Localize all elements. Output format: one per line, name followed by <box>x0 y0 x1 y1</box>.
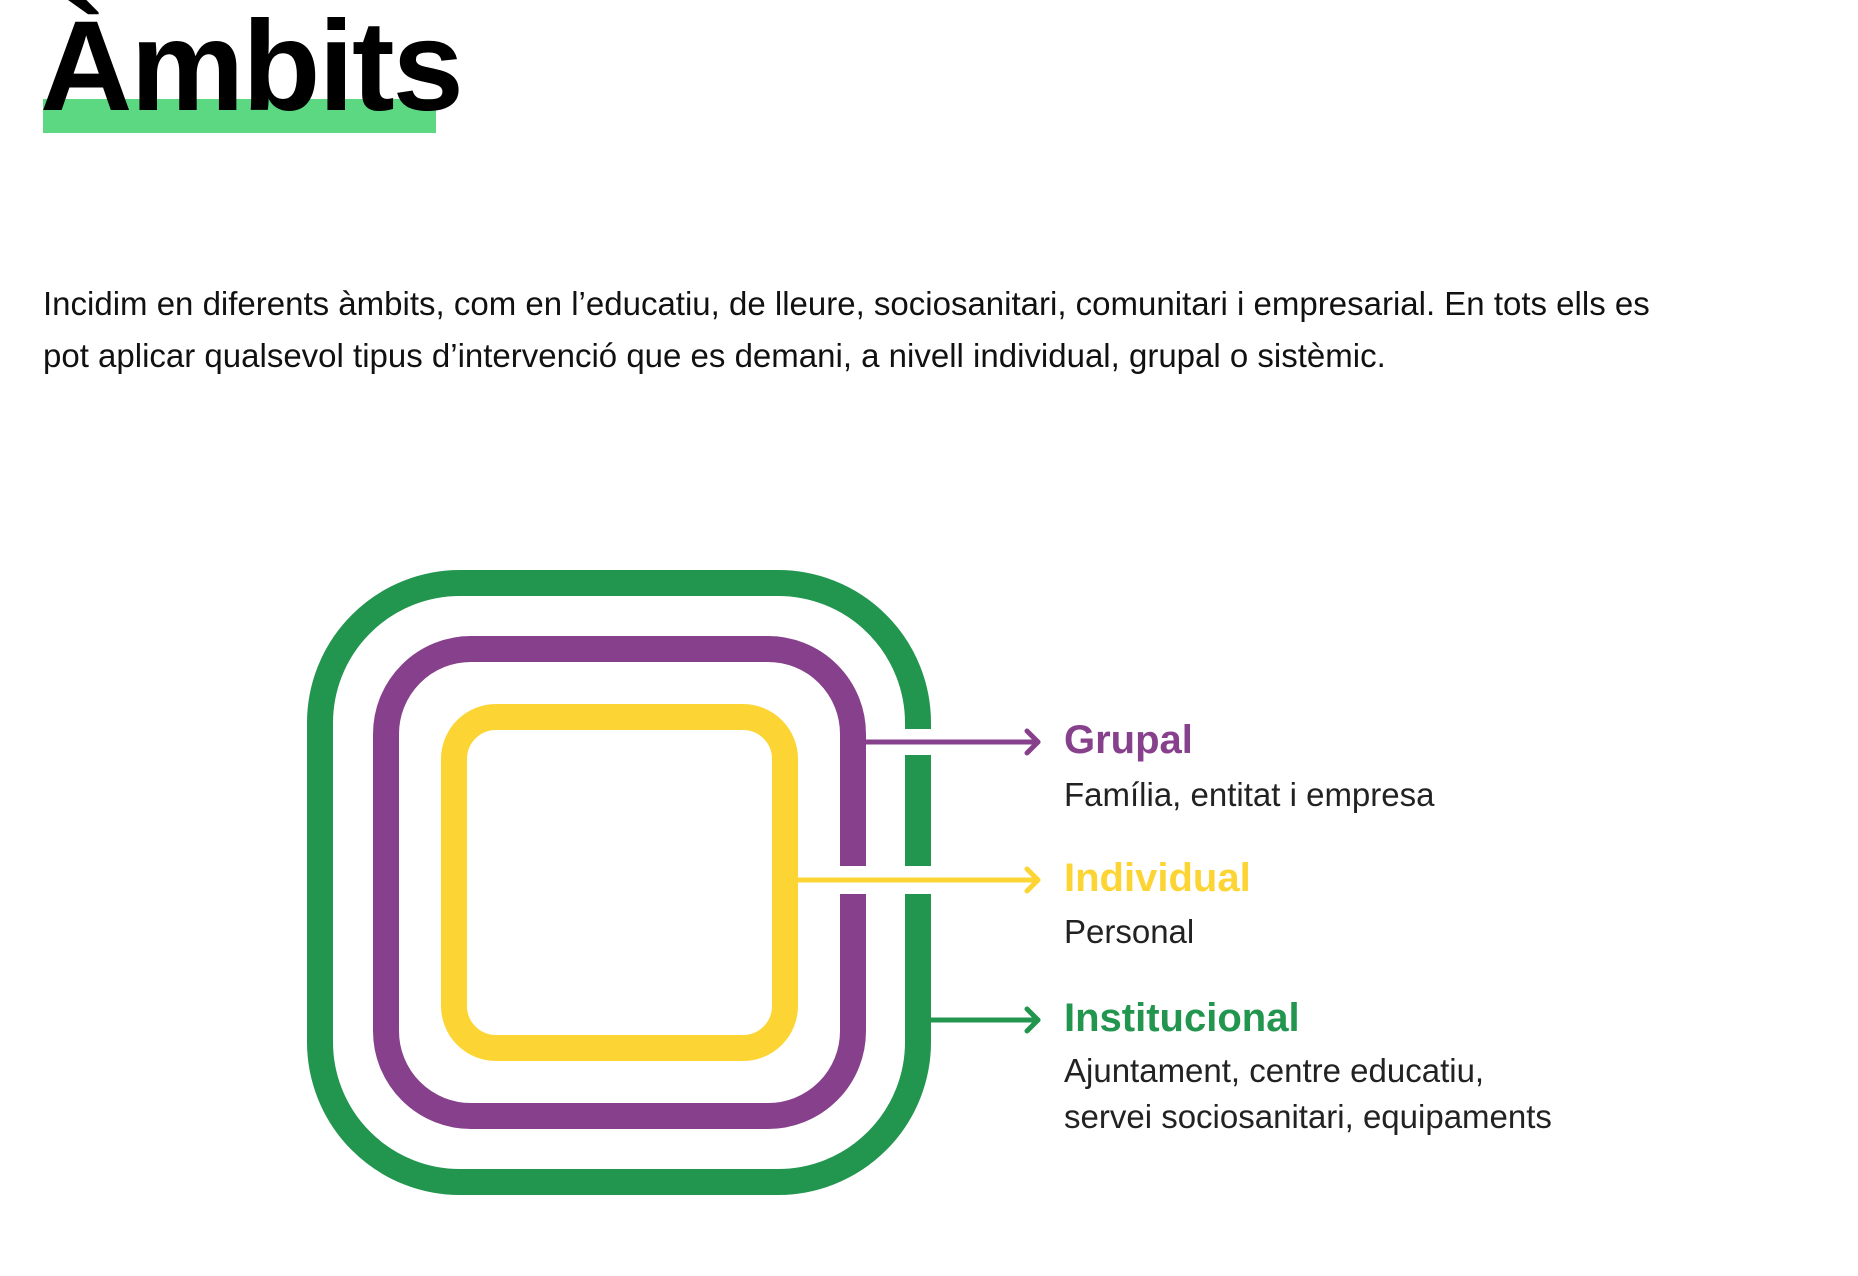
institutional-description-line-2: servei sociosanitari, equipaments <box>1064 1098 1552 1135</box>
institutional-arrow <box>928 1006 1041 1034</box>
intro-line-1: Incidim en diferents àmbits, com en l’ed… <box>43 285 1650 322</box>
group-arrow <box>863 728 1041 756</box>
institutional-description-line-1: Ajuntament, centre educatiu, <box>1064 1052 1485 1089</box>
group-description: Família, entitat i empresa <box>1064 776 1435 813</box>
individual-arrow <box>795 866 1041 894</box>
individual-title: Individual <box>1064 856 1251 900</box>
page-title: Àmbits <box>40 0 464 138</box>
individual-description: Personal <box>1064 913 1195 950</box>
group-title: Grupal <box>1064 718 1193 762</box>
title-underline <box>43 99 436 133</box>
institutional-title: Institucional <box>1064 996 1300 1040</box>
intro-paragraph: Incidim en diferents àmbits, com en l’ed… <box>43 278 1858 382</box>
individual-ring <box>441 704 798 1061</box>
intro-line-2: pot aplicar qualsevol tipus d’intervenci… <box>43 337 1386 374</box>
